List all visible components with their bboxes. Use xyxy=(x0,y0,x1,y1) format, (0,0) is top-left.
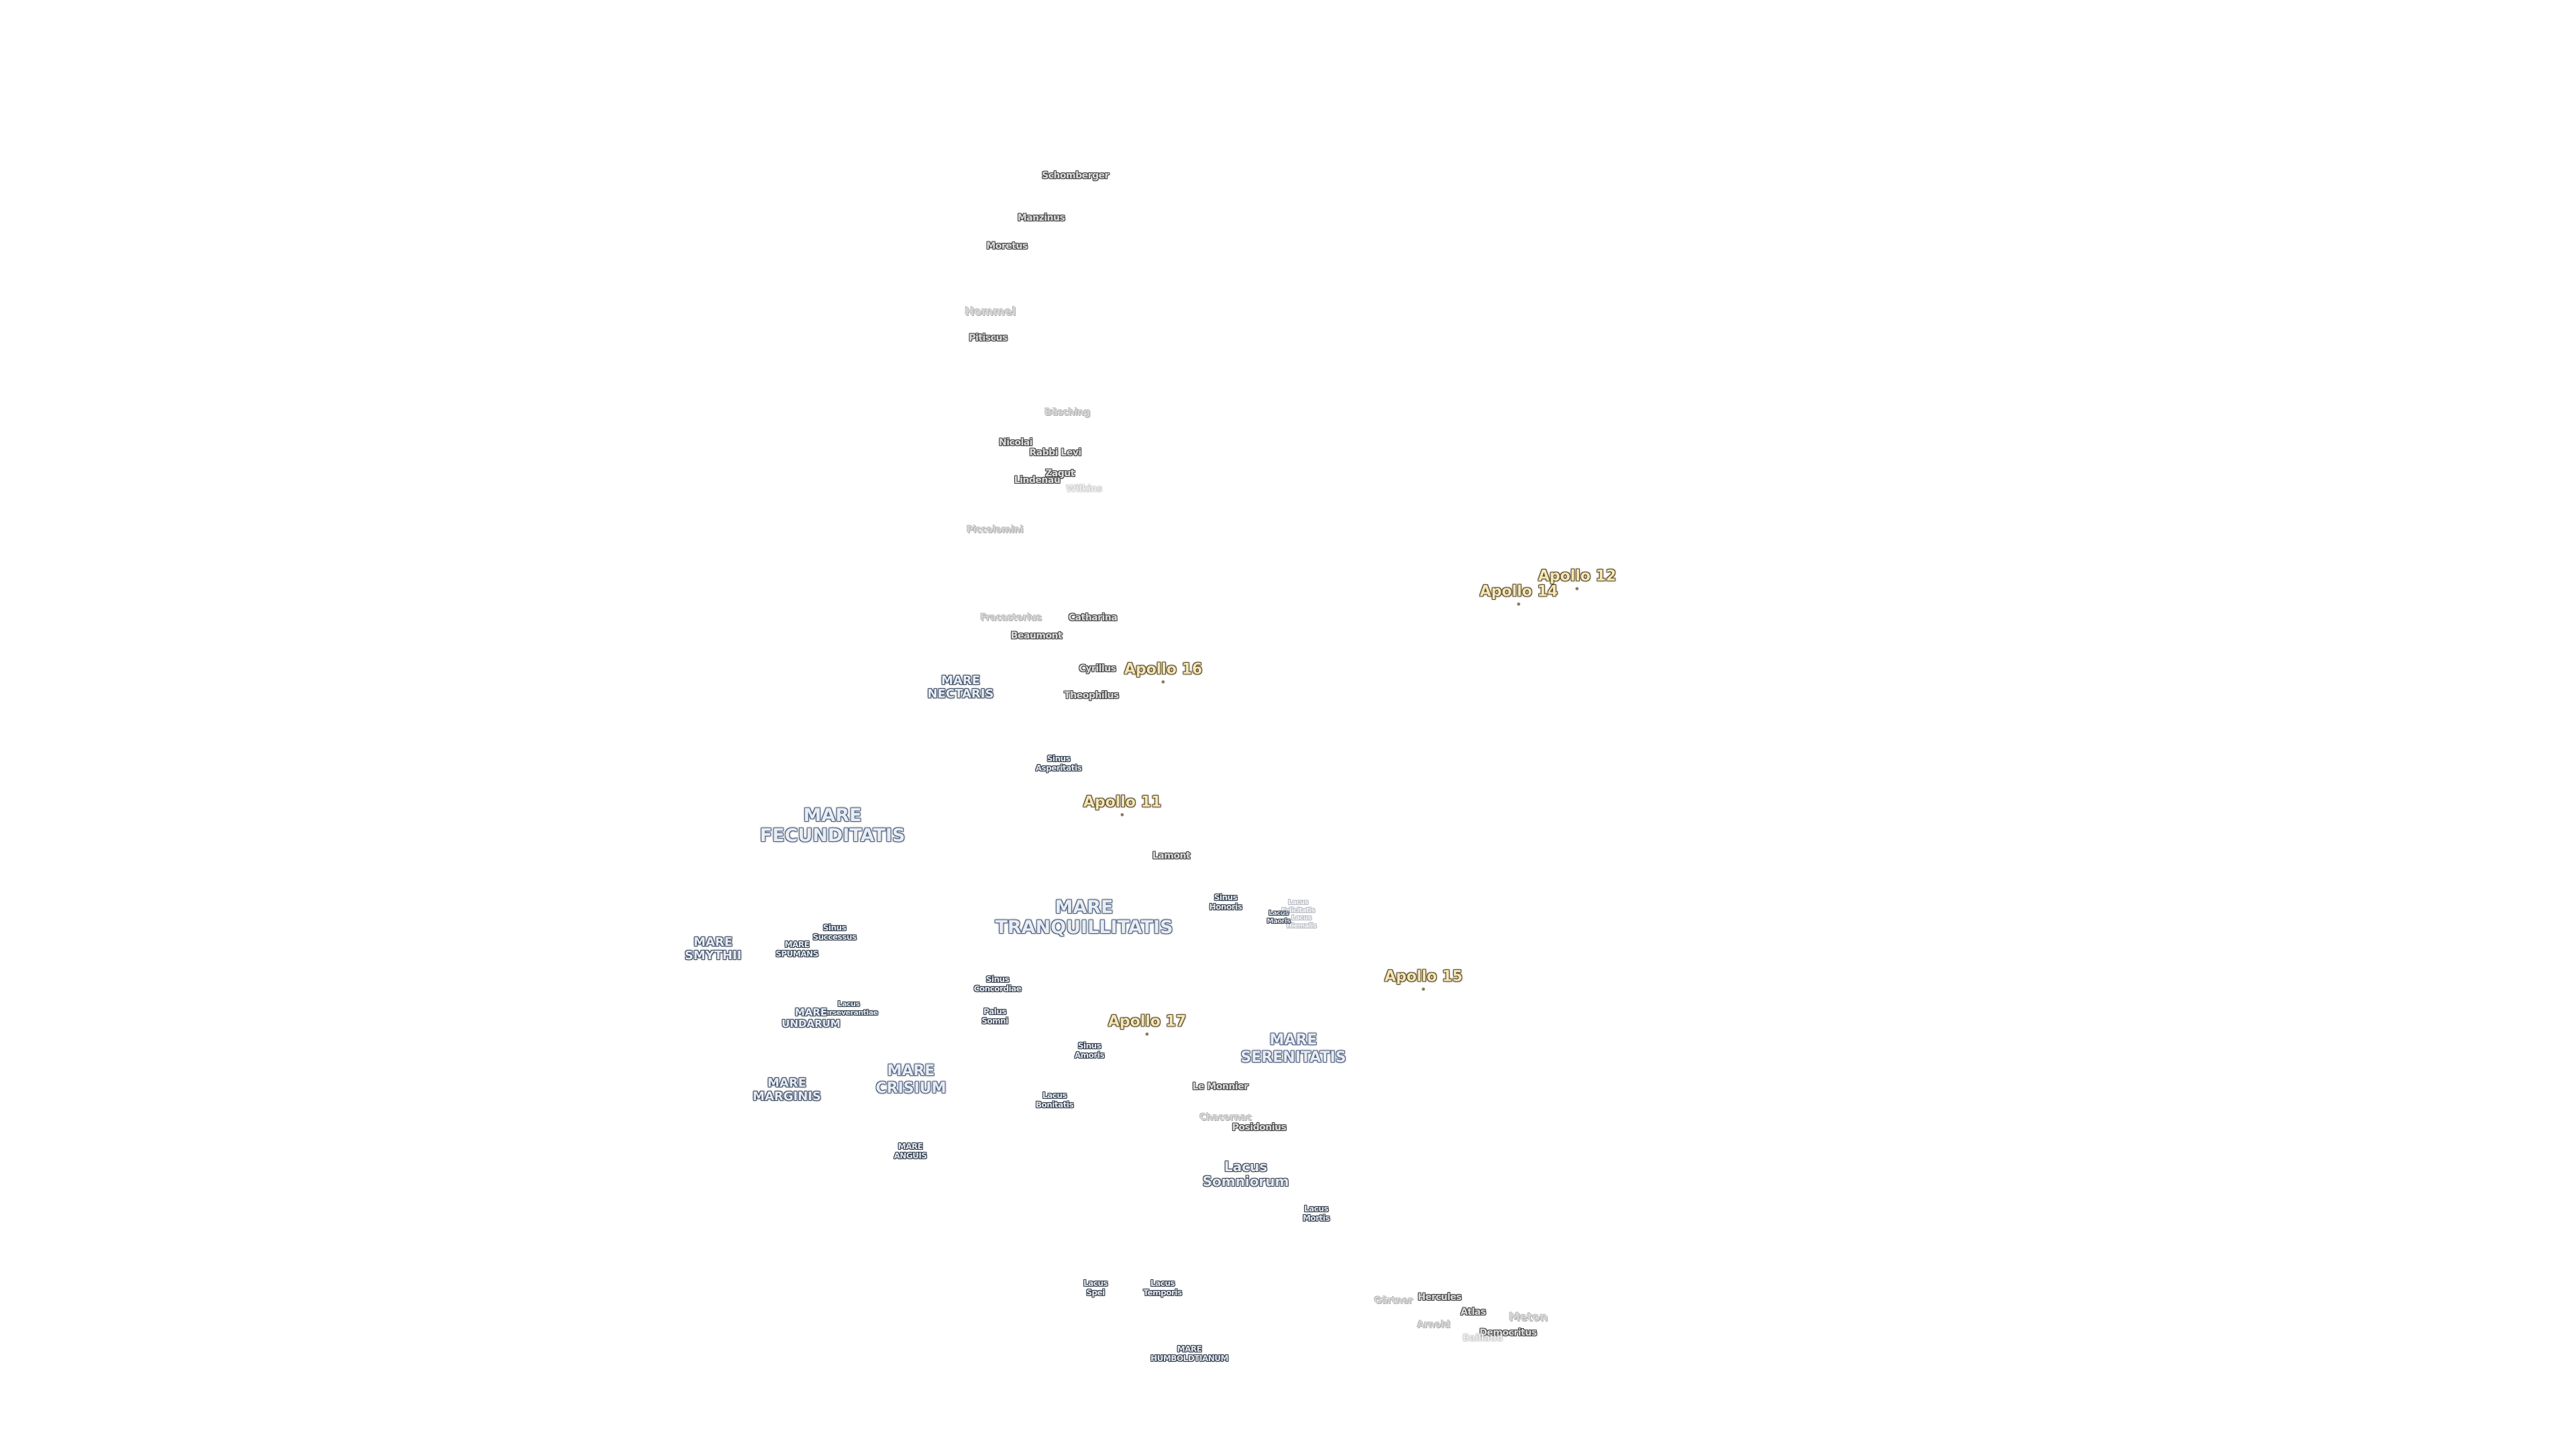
label-theophilus: Theophilus xyxy=(1064,690,1119,701)
label-sinus-amoris: Sinus Amoris xyxy=(1074,1041,1105,1060)
label-mare-undarum-text: MARE UNDARUM xyxy=(782,1006,841,1030)
label-lacus-bonitatis-text: Lacus Bonitatis xyxy=(1035,1091,1074,1110)
label-mare-marginis: MARE MARGINIS xyxy=(753,1077,821,1104)
label-mare-smythii: MARE SMYTHII xyxy=(685,936,742,963)
label-sinus-concordiae-text: Sinus Concordiae xyxy=(973,975,1022,994)
label-gartner: Gärtner xyxy=(1374,1295,1413,1306)
label-lacus-bonitatis: Lacus Bonitatis xyxy=(1035,1091,1074,1110)
apollo-15-site[interactable]: Apollo 15 xyxy=(1384,968,1463,991)
label-lacus-somniorum-text: Lacus Somniorum xyxy=(1202,1159,1289,1189)
label-mare-serenitatis-text: MARE SERENITATIS xyxy=(1240,1032,1346,1066)
label-lacus-spei-text: Lacus Spei xyxy=(1083,1279,1108,1297)
label-catharina: Catharina xyxy=(1068,612,1118,623)
label-schomberger: Schomberger xyxy=(1042,170,1109,181)
label-sinus-successus: Sinus Successus xyxy=(812,923,857,942)
label-mare-humboldtianum: MARE HUMBOLDTIANUM xyxy=(1150,1344,1228,1363)
label-piccolomini: Piccolomini xyxy=(966,525,1024,535)
label-lacus-spei: Lacus Spei xyxy=(1083,1279,1108,1297)
label-manzinus: Manzinus xyxy=(1017,213,1065,223)
label-mare-humboldtianum-text: MARE HUMBOLDTIANUM xyxy=(1150,1344,1228,1363)
label-lacus-b: Lacus Hiemalis xyxy=(1287,914,1317,930)
label-chacornac: Chacornac xyxy=(1199,1112,1252,1123)
label-nicolai: Nicolai xyxy=(999,437,1032,448)
label-moretus: Moretus xyxy=(986,241,1028,252)
label-mare-undarum: MARE UNDARUM xyxy=(782,1007,840,1030)
label-mare-spumans: MARE SPUMANS xyxy=(775,940,818,959)
label-mare-marginis-text: MARE MARGINIS xyxy=(753,1076,821,1104)
label-lacus-mortis-text: Lacus Mortis xyxy=(1302,1204,1330,1223)
label-mare-nectaris: MARE NECTARIS xyxy=(928,674,994,701)
label-democritus: Democritus xyxy=(1479,1328,1537,1338)
label-lacus-perseverantiae: Lacus Perseverantiae xyxy=(819,1000,878,1017)
label-pitiscus: Pitiscus xyxy=(969,333,1008,343)
label-mare-smythii-text: MARE SMYTHII xyxy=(684,935,742,963)
label-busching: Büsching xyxy=(1044,407,1091,418)
label-sinus-successus-text: Sinus Successus xyxy=(812,923,857,942)
label-lacus-temporis-text: Lacus Temporis xyxy=(1143,1279,1182,1297)
label-fracastorius: Fracastorius xyxy=(980,612,1042,623)
label-hercules: Hercules xyxy=(1417,1292,1462,1303)
label-lacus-faint: Lacus Felicitatis xyxy=(1281,899,1315,915)
label-rabbi-levi: Rabbi Levi xyxy=(1029,447,1081,458)
apollo-12-site[interactable]: Apollo 12 xyxy=(1538,568,1617,590)
label-mare-nectaris-text: MARE NECTARIS xyxy=(927,674,994,701)
label-sinus-concordiae: Sinus Concordiae xyxy=(974,975,1022,994)
label-mare-tranquillitatis-text: MARE TRANQUILLITATIS xyxy=(995,897,1173,938)
label-lacus-a-text: Lacus Maoris xyxy=(1267,910,1291,925)
label-mare-anguis: MARE ANGUIS xyxy=(894,1142,927,1161)
label-lindenau: Lindenau xyxy=(1014,475,1061,486)
label-mare-fecunditatis-text: MARE FECUNDITATIS xyxy=(759,805,906,846)
label-palus-somni-text: Palus Somni xyxy=(981,1007,1008,1026)
apollo-17-site[interactable]: Apollo 17 xyxy=(1108,1013,1187,1036)
label-sinus-honoris-text: Sinus Honoris xyxy=(1209,893,1242,912)
label-lacus-faint-text: Lacus Felicitatis xyxy=(1281,899,1315,914)
label-lamont: Lamont xyxy=(1152,851,1191,861)
apollo-11-site[interactable]: Apollo 11 xyxy=(1083,794,1162,816)
label-sinus-honoris: Sinus Honoris xyxy=(1210,893,1242,912)
label-sinus-asperitatis: Sinus Asperitatis xyxy=(1036,754,1082,773)
label-mare-tranquillitatis: MARE TRANQUILLITATIS xyxy=(995,898,1173,938)
label-lacus-temporis: Lacus Temporis xyxy=(1143,1279,1182,1297)
label-meton: Meton xyxy=(1509,1311,1548,1324)
label-palus-somni: Palus Somni xyxy=(981,1007,1008,1026)
label-hommel: Hommel xyxy=(965,305,1016,319)
label-mare-fecunditatis: MARE FECUNDITATIS xyxy=(760,806,906,846)
label-wilkins: Wilkins xyxy=(1066,484,1102,494)
apollo-16-site[interactable]: Apollo 16 xyxy=(1124,661,1203,684)
label-mare-spumans-text: MARE SPUMANS xyxy=(775,940,818,959)
label-baillaud: Baillaud xyxy=(1462,1333,1503,1344)
label-cyrillus: Cyrillus xyxy=(1079,663,1116,674)
label-posidonius: Posidonius xyxy=(1232,1122,1287,1133)
label-lacus-mortis: Lacus Mortis xyxy=(1303,1204,1330,1223)
label-beaumont: Beaumont xyxy=(1010,631,1063,641)
label-lacus-somniorum: Lacus Somniorum xyxy=(1203,1159,1289,1189)
label-atlas: Atlas xyxy=(1460,1307,1486,1318)
label-lacus-a: Lacus Maoris xyxy=(1267,910,1291,926)
label-sinus-asperitatis-text: Sinus Asperitatis xyxy=(1035,754,1082,773)
label-lacus-b-text: Lacus Hiemalis xyxy=(1286,914,1317,930)
label-lacus-perseverantiae-text: Lacus Perseverantiae xyxy=(819,1000,878,1017)
label-mare-crisium-text: MARE CRISIUM xyxy=(875,1063,947,1097)
label-zagut: Zagut xyxy=(1045,468,1075,479)
label-arnold: Arnold xyxy=(1417,1320,1450,1330)
label-mare-anguis-text: MARE ANGUIS xyxy=(894,1142,927,1161)
label-sinus-amoris-text: Sinus Amoris xyxy=(1074,1041,1105,1060)
apollo-14-site[interactable]: Apollo 14 xyxy=(1479,583,1558,606)
label-mare-crisium: MARE CRISIUM xyxy=(875,1063,946,1097)
label-mare-serenitatis: MARE SERENITATIS xyxy=(1240,1032,1346,1067)
label-le-monnier: Le Monnier xyxy=(1192,1081,1248,1092)
